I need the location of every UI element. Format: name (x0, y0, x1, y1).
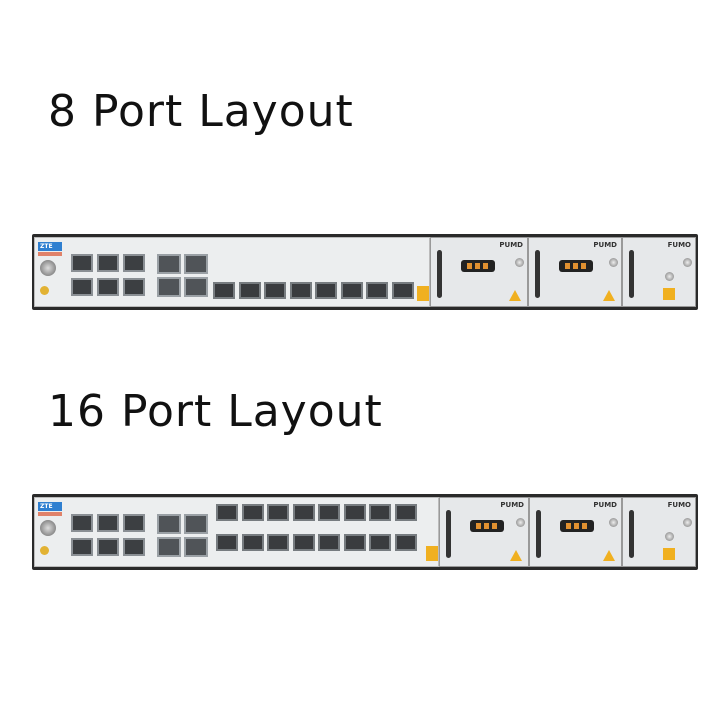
pon-port (369, 534, 391, 551)
module-name: FUMO (667, 241, 691, 249)
pon-port (292, 504, 315, 521)
esd-warning-icon (663, 288, 675, 300)
model-label (38, 252, 62, 256)
uplink-sfp-port (71, 278, 93, 296)
handle-icon (629, 250, 634, 298)
pon-port (394, 504, 417, 521)
uplink-sfp-port (97, 538, 119, 556)
screw-icon (665, 532, 674, 541)
pon-port (340, 282, 363, 299)
rj45-port (157, 537, 181, 557)
uplink-sfp-port (123, 538, 145, 556)
ground-icon (40, 286, 49, 295)
pon-port (216, 504, 238, 521)
power-connector (560, 520, 594, 532)
power-connector (461, 260, 495, 272)
pon-port (369, 504, 391, 521)
pon-port (318, 504, 340, 521)
uplink-sfp-port (97, 278, 119, 296)
power-module: PUMD (439, 497, 529, 567)
screw-icon (609, 518, 618, 527)
power-connector (559, 260, 593, 272)
handle-icon (536, 510, 541, 558)
pon-port (267, 534, 289, 551)
esd-warning-icon (663, 548, 675, 560)
module-name: PUMD (593, 501, 617, 509)
handle-icon (535, 250, 540, 298)
brand-logo: ZTE (38, 242, 62, 251)
warning-icon (510, 550, 522, 561)
brand-logo: ZTE (38, 502, 62, 511)
warning-icon (603, 550, 615, 561)
fan-module: FUMO (622, 237, 696, 307)
uplink-sfp-port (71, 538, 93, 556)
pon-port (391, 282, 414, 299)
uplink-sfp-port (71, 254, 93, 272)
knob-icon (40, 520, 56, 536)
pon-port (216, 534, 238, 551)
warning-icon (509, 290, 521, 301)
chassis-16-port: ZTE PUMD PUMD FUMO (32, 494, 698, 570)
uplink-sfp-port (123, 278, 145, 296)
uplink-sfp-port (71, 514, 93, 532)
pon-port (213, 282, 235, 299)
knob-icon (40, 260, 56, 276)
title-8-port: 8 Port Layout (48, 86, 354, 137)
main-panel: ZTE (34, 237, 430, 307)
main-panel: ZTE (34, 497, 439, 567)
rj45-port (157, 277, 181, 297)
rj45-port (184, 277, 208, 297)
rj45-port (157, 514, 181, 534)
warning-label (426, 546, 438, 561)
pon-port (318, 534, 340, 551)
uplink-sfp-port (97, 514, 119, 532)
rj45-port (184, 254, 208, 274)
pon-port (264, 282, 286, 299)
pon-port (343, 534, 366, 551)
rj45-port (157, 254, 181, 274)
pon-port (241, 534, 264, 551)
rj45-port (184, 537, 208, 557)
screw-icon (665, 272, 674, 281)
screw-icon (609, 258, 618, 267)
fan-module: FUMO (622, 497, 696, 567)
module-name: PUMD (500, 501, 524, 509)
pon-port (366, 282, 388, 299)
uplink-sfp-port (123, 254, 145, 272)
handle-icon (629, 510, 634, 558)
module-name: PUMD (593, 241, 617, 249)
pon-port (292, 534, 315, 551)
screw-icon (683, 258, 692, 267)
screw-icon (683, 518, 692, 527)
pon-port (394, 534, 417, 551)
module-name: FUMO (667, 501, 691, 509)
pon-port (267, 504, 289, 521)
chassis-8-port: ZTE PUMD PUMD FUMO (32, 234, 698, 310)
warning-label (417, 286, 429, 301)
screw-icon (515, 258, 524, 267)
handle-icon (437, 250, 442, 298)
pon-port (238, 282, 261, 299)
module-name: PUMD (499, 241, 523, 249)
pon-port (241, 504, 264, 521)
power-module: PUMD (529, 497, 622, 567)
pon-port (343, 504, 366, 521)
pon-port (289, 282, 312, 299)
ground-icon (40, 546, 49, 555)
power-module: PUMD (528, 237, 622, 307)
rj45-port (184, 514, 208, 534)
power-connector (470, 520, 504, 532)
title-16-port: 16 Port Layout (48, 386, 383, 437)
model-label (38, 512, 62, 516)
pon-port (315, 282, 337, 299)
handle-icon (446, 510, 451, 558)
uplink-sfp-port (123, 514, 145, 532)
warning-icon (603, 290, 615, 301)
screw-icon (516, 518, 525, 527)
power-module: PUMD (430, 237, 528, 307)
uplink-sfp-port (97, 254, 119, 272)
